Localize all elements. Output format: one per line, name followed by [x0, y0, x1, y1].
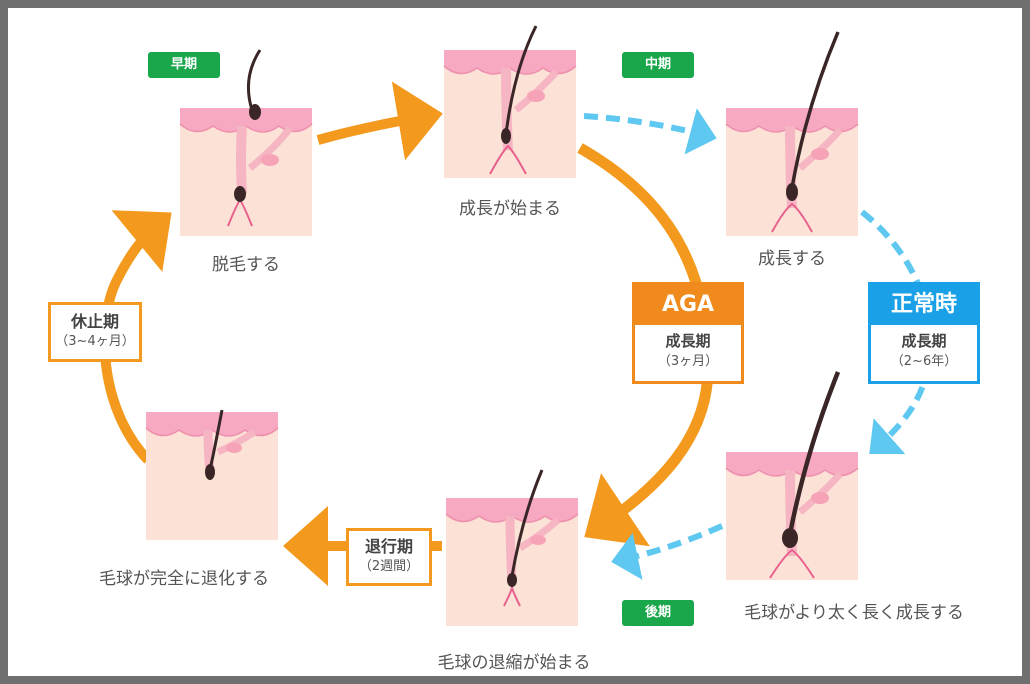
badge-middle: 中期 [622, 52, 694, 78]
caption-grow: 成長する [758, 249, 826, 269]
resting-phase-duration: （3~4ヶ月） [55, 334, 135, 349]
skin-tile-regress [145, 409, 279, 541]
skin-tile-shrink [445, 469, 579, 627]
aga-header: AGA [635, 285, 741, 325]
regression-phase-box: 退行期 （2週間） [346, 528, 432, 586]
normal-header: 正常時 [871, 285, 977, 325]
arrow-thick-to-shrink [611, 523, 724, 580]
hair-cycle-diagram: 早期 中期 後期 脱毛する 成長が始まる 成長する 毛球がより太く長く成長する … [8, 8, 1022, 676]
badge-late: 後期 [622, 600, 694, 626]
arrow-regress-to-early [99, 210, 172, 464]
normal-phase-duration: （2~6年） [890, 354, 958, 369]
aga-phase-duration: （3ヶ月） [657, 354, 719, 369]
caption-regress: 毛球が完全に退化する [99, 569, 269, 589]
skin-tile-thick [725, 371, 859, 581]
skin-tile-start [443, 25, 577, 179]
diagram-canvas [99, 25, 934, 627]
skin-tile-early [179, 49, 313, 237]
normal-phase-name: 成長期 [901, 332, 947, 350]
badge-early: 早期 [148, 52, 220, 78]
arrow-early-to-start [316, 81, 443, 161]
caption-start: 成長が始まる [459, 199, 561, 219]
aga-growth-box: AGA 成長期 （3ヶ月） [632, 282, 744, 384]
arrow-normal-growth [860, 209, 934, 455]
caption-early: 脱毛する [212, 255, 280, 275]
aga-phase-name: 成長期 [665, 332, 711, 350]
arrow-start-to-grow [583, 108, 717, 155]
normal-growth-box: 正常時 成長期 （2~6年） [868, 282, 980, 384]
skin-tile-grow [725, 31, 859, 237]
caption-shrink: 毛球の退縮が始まる [437, 653, 591, 673]
resting-phase-name: 休止期 [70, 312, 119, 331]
regression-phase-name: 退行期 [364, 537, 413, 556]
resting-phase-box: 休止期 （3~4ヶ月） [48, 302, 142, 362]
regression-phase-duration: （2週間） [358, 559, 420, 574]
caption-thick: 毛球がより太く長く成長する [744, 603, 964, 623]
